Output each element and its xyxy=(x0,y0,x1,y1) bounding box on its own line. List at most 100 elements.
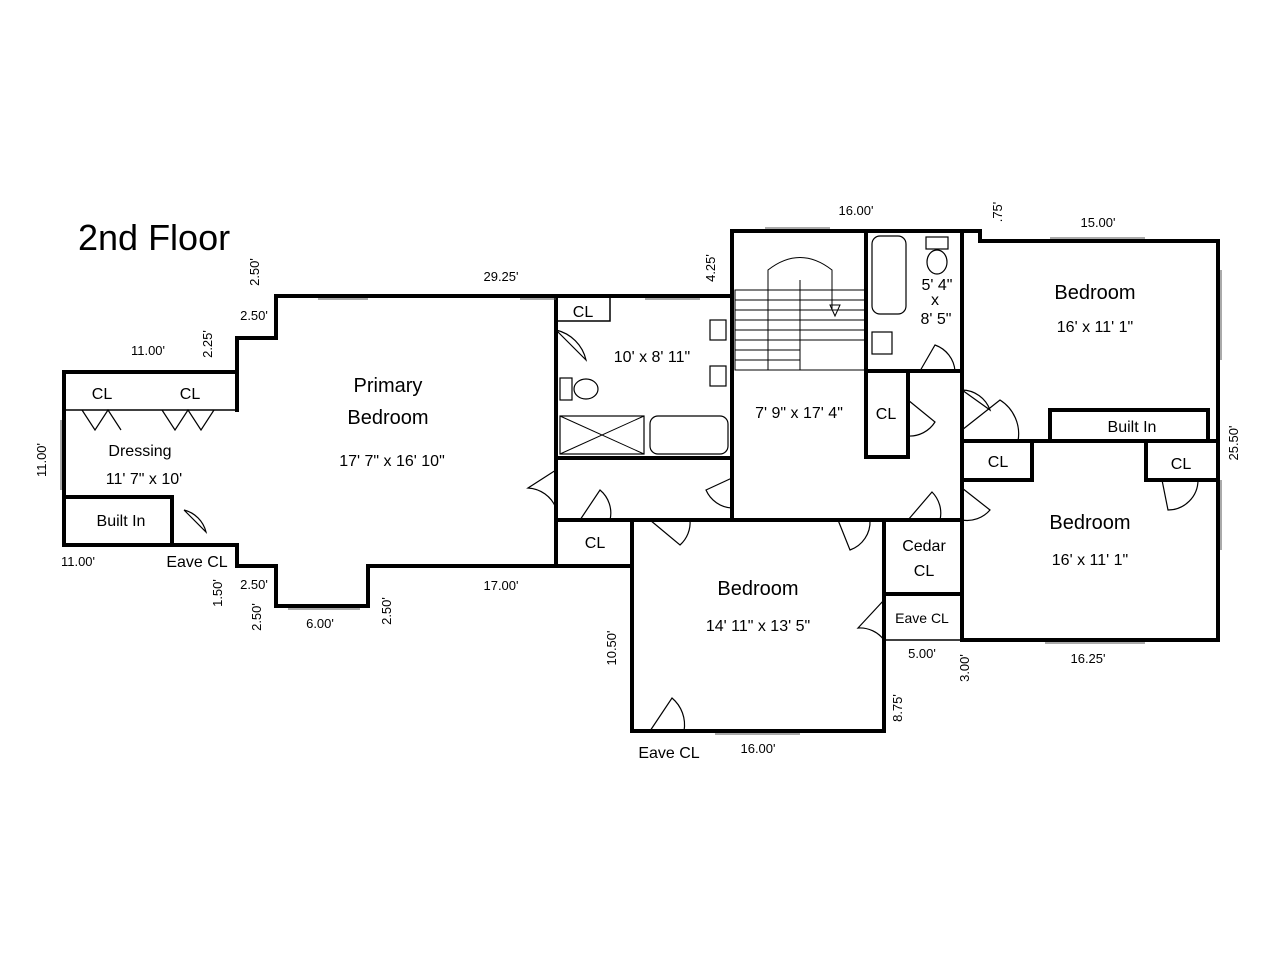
dimension-label: 2.25' xyxy=(200,330,215,358)
interior-walls xyxy=(62,229,1220,641)
eave-cl-label: Eave CL xyxy=(895,610,949,626)
closet-label: CL xyxy=(92,386,113,403)
room-bed-s-name: Bedroom xyxy=(717,578,798,600)
door xyxy=(856,599,885,641)
room-bath2-size-x: x xyxy=(931,292,939,309)
bathtub-icon xyxy=(649,415,729,455)
shower-line xyxy=(559,415,645,455)
room-bed-ne-name: Bedroom xyxy=(1054,282,1135,304)
toilet-tank-icon xyxy=(925,236,949,250)
door xyxy=(961,399,1020,442)
fixtures xyxy=(559,235,949,455)
staircase xyxy=(734,257,866,371)
closet-label: CL xyxy=(988,454,1009,471)
wall-cedar-cl xyxy=(882,518,964,596)
door xyxy=(919,344,956,372)
dimension-label: 10.50' xyxy=(604,630,619,665)
built-in-label: Built In xyxy=(1108,419,1157,436)
dimension-label: 29.25' xyxy=(483,269,518,284)
wall-built-in-ne xyxy=(1048,408,1210,443)
dimension-label: 16.25' xyxy=(1070,651,1105,666)
door xyxy=(961,487,991,522)
room-bed-ne-size: 16' x 11' 1" xyxy=(1057,319,1133,336)
wall-cl-se-right xyxy=(1144,439,1220,482)
built-in-label: Built In xyxy=(97,513,146,530)
room-bed-s-size: 14' 11" x 13' 5" xyxy=(706,618,810,635)
wall-hall-closet xyxy=(864,369,910,459)
dimension-label: 16.00' xyxy=(838,203,873,218)
room-bed-se-name: Bedroom xyxy=(1049,512,1130,534)
dimension-label: 17.00' xyxy=(483,578,518,593)
room-bath1-size: 10' x 8' 11" xyxy=(614,349,690,366)
sink-icon xyxy=(871,331,893,355)
room-bath2-size-2: 8' 5" xyxy=(921,311,952,328)
bathtub-icon xyxy=(871,235,907,315)
bifold-door xyxy=(81,408,122,432)
dimension-label: 4.25' xyxy=(703,254,718,282)
dimension-label: 1.50' xyxy=(210,579,225,607)
eave-cl-label: Eave CL xyxy=(166,554,227,571)
door xyxy=(555,329,588,362)
stair-arrow-icon xyxy=(829,304,841,318)
doors xyxy=(81,329,1199,732)
cedar-cl-label-2: CL xyxy=(914,563,935,580)
door xyxy=(183,509,208,534)
closet-label: CL xyxy=(585,535,606,552)
room-primary-size: 17' 7" x 16' 10" xyxy=(339,453,445,470)
sink-icon xyxy=(709,365,727,387)
windows xyxy=(60,227,1222,735)
door xyxy=(961,389,992,412)
wall-primary-north xyxy=(235,229,1220,733)
dimension-label: 25.50' xyxy=(1226,425,1241,460)
door xyxy=(526,469,557,509)
dimension-label: 2.50' xyxy=(247,258,262,286)
wall-dressing-west xyxy=(62,370,239,547)
door xyxy=(1161,479,1199,511)
dimension-label: 2.50' xyxy=(240,308,268,323)
toilet-icon xyxy=(573,378,599,400)
dimension-label: 11.00' xyxy=(34,443,49,477)
dimension-label: 8.75' xyxy=(890,694,905,722)
dimension-label: .75' xyxy=(990,202,1005,223)
cedar-cl-label-1: Cedar xyxy=(902,538,946,555)
stair-handrail xyxy=(767,257,833,370)
toilet-tank-icon xyxy=(559,377,573,401)
dimension-label: 2.50' xyxy=(379,597,394,625)
dimension-label: 15.00' xyxy=(1080,215,1115,230)
room-hall-size: 7' 9" x 17' 4" xyxy=(755,405,843,422)
door xyxy=(705,477,733,509)
bifold-door xyxy=(161,408,215,432)
closet-label: CL xyxy=(876,406,897,423)
dimension-label: 5.00' xyxy=(908,646,936,661)
door xyxy=(649,519,691,546)
dimension-label: 11.00' xyxy=(131,343,165,358)
labels: 2nd Floor Primary Bedroom 17' 7" x 16' 1… xyxy=(34,202,1241,762)
room-primary-name-1: Primary xyxy=(354,375,423,397)
room-bed-se-size: 16' x 11' 1" xyxy=(1052,552,1128,569)
floor-title: 2nd Floor xyxy=(78,217,230,258)
exterior-walls xyxy=(62,229,1220,733)
room-bath2-size-1: 5' 4" xyxy=(922,277,953,294)
dimension-label: 16.00' xyxy=(740,741,775,756)
door xyxy=(579,489,612,521)
door xyxy=(907,491,942,521)
sink-icon xyxy=(709,319,727,341)
dimension-label: 6.00' xyxy=(306,616,334,631)
room-primary-name-2: Bedroom xyxy=(347,407,428,429)
closet-label: CL xyxy=(573,304,594,321)
dimension-label: 11.00' xyxy=(61,554,95,569)
wall-built-in xyxy=(62,495,174,547)
dimension-label: 2.50' xyxy=(249,603,264,631)
closet-label: CL xyxy=(180,386,201,403)
closet-label: CL xyxy=(1171,456,1192,473)
dimension-label: 3.00' xyxy=(957,654,972,682)
door xyxy=(837,519,871,551)
room-dressing-size: 11' 7" x 10' xyxy=(106,471,182,488)
wall-cl-se xyxy=(960,439,1034,482)
toilet-icon xyxy=(926,249,948,275)
room-dressing-name: Dressing xyxy=(108,443,171,460)
door xyxy=(907,399,936,437)
eave-cl-label: Eave CL xyxy=(638,745,699,762)
dimension-label: 2.50' xyxy=(240,577,268,592)
